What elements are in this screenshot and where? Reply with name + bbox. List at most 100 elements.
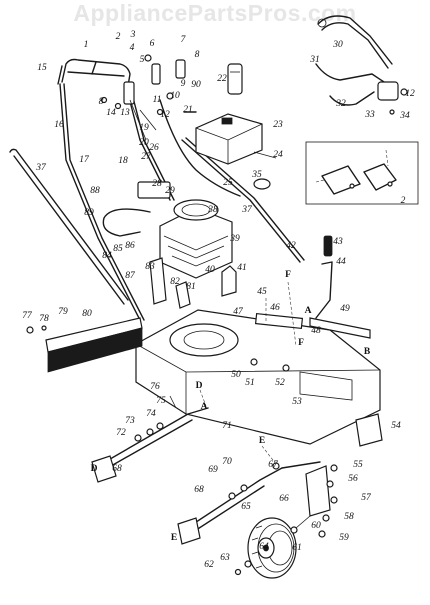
callout-p84: 84 (102, 251, 112, 261)
callout-p42: 42 (286, 241, 296, 251)
callout-p38: 38 (207, 205, 218, 215)
callout-p83: 83 (145, 262, 155, 272)
callout-p58: 58 (344, 512, 354, 522)
axle-side-bracket (305, 464, 338, 538)
callout-p87: 87 (125, 271, 136, 281)
callout-p57: 57 (361, 493, 372, 503)
callout-p63: 63 (220, 553, 230, 563)
callout-p14: 14 (106, 108, 116, 118)
ref-letter-lE1: E (259, 436, 265, 446)
callout-p44: 44 (336, 257, 346, 267)
callout-p35: 35 (251, 170, 262, 180)
callout-p81: 81 (186, 282, 196, 292)
callout-p23: 23 (273, 120, 283, 130)
front-axle-lower (177, 467, 283, 545)
rear-trailing-shield (26, 317, 143, 373)
ref-letter-lF2: F (298, 338, 304, 348)
callout-p48: 48 (311, 326, 321, 336)
callout-p69: 69 (208, 465, 218, 475)
callout-p25: 25 (223, 178, 233, 188)
callout-p73: 73 (125, 416, 135, 426)
callout-p3: 3 (130, 30, 136, 40)
callout-p39: 39 (229, 234, 240, 244)
callout-p49: 49 (340, 304, 350, 314)
callout-p67: 67 (268, 460, 279, 470)
callout-p79: 79 (58, 307, 68, 317)
ref-letter-lF1: F (285, 270, 291, 280)
watermark-text: AppliancePartsPros.com (73, 0, 357, 26)
leader-lines (199, 281, 297, 465)
callout-p30: 30 (332, 40, 343, 50)
callout-p52: 52 (275, 378, 285, 388)
callout-p65: 65 (241, 502, 251, 512)
callout-p76: 76 (150, 382, 160, 392)
callout-p85: 85 (113, 244, 123, 254)
grass-catcher-frame (9, 148, 129, 305)
callout-p71: 71 (222, 421, 232, 431)
callout-p1: 1 (84, 40, 89, 50)
callout-p2b: 2 (401, 196, 406, 206)
callout-p78: 78 (39, 314, 49, 324)
callout-p41: 41 (237, 263, 247, 273)
callout-p5: 5 (140, 55, 145, 65)
axle-shaft (169, 395, 321, 470)
upper-handle (57, 58, 131, 87)
inset-detail-box (305, 141, 419, 205)
ref-letter-lD2: D (91, 464, 98, 474)
callout-p60: 60 (311, 521, 321, 531)
callout-p59: 59 (339, 533, 349, 543)
callout-p89: 89 (84, 208, 94, 218)
callout-p72: 72 (116, 428, 126, 438)
gas-can-cap (227, 63, 243, 95)
callout-p28: 28 (152, 179, 162, 189)
callout-p33: 33 (364, 110, 375, 120)
callout-p80: 80 (82, 309, 92, 319)
throttle-cable (159, 99, 241, 197)
engine (137, 178, 271, 279)
callout-p86: 86 (125, 241, 135, 251)
callout-p68a: 68 (112, 464, 122, 474)
callout-p45: 45 (257, 287, 267, 297)
callout-p2: 2 (116, 32, 121, 42)
callout-p66: 66 (279, 494, 289, 504)
callout-p46: 46 (270, 303, 280, 313)
front-axle-upper (91, 407, 209, 483)
callout-p4: 4 (130, 43, 135, 53)
handle-hardware (100, 54, 186, 141)
callout-p31: 31 (309, 55, 320, 65)
ref-letter-lB: B (364, 347, 371, 357)
callout-p8b: 8 (99, 97, 104, 107)
ref-letter-lD1: D (196, 381, 203, 391)
callout-p16: 16 (54, 120, 64, 130)
callout-p27: 27 (141, 152, 152, 162)
callout-p51: 51 (245, 378, 255, 388)
callout-p19: 19 (139, 123, 149, 133)
callout-p54: 54 (391, 421, 401, 431)
callout-p15: 15 (37, 63, 47, 73)
callout-p29: 29 (165, 186, 175, 196)
callout-p18: 18 (118, 156, 128, 166)
callout-p70: 70 (222, 457, 232, 467)
callout-p75: 75 (156, 396, 166, 406)
callout-p37a: 37 (35, 163, 47, 173)
callout-p24: 24 (273, 150, 283, 160)
callout-p12a: 12 (160, 110, 170, 120)
callout-p90: 90 (191, 80, 201, 90)
callout-p22: 22 (217, 74, 227, 84)
fuel-tank (195, 113, 263, 165)
callout-p53: 53 (292, 397, 302, 407)
callout-p74: 74 (146, 409, 156, 419)
height-adjust-lever-detail (315, 15, 408, 115)
callout-p20: 20 (139, 138, 149, 148)
callout-p56: 56 (348, 474, 358, 484)
callout-p40: 40 (205, 265, 215, 275)
wheel-assembly (234, 515, 311, 579)
callout-p21: 21 (183, 105, 193, 115)
callout-p7: 7 (181, 35, 187, 45)
callout-p32: 32 (335, 99, 346, 109)
callout-p8a: 8 (195, 50, 200, 60)
left-handle-tube (59, 83, 145, 321)
callout-p13: 13 (120, 108, 130, 118)
